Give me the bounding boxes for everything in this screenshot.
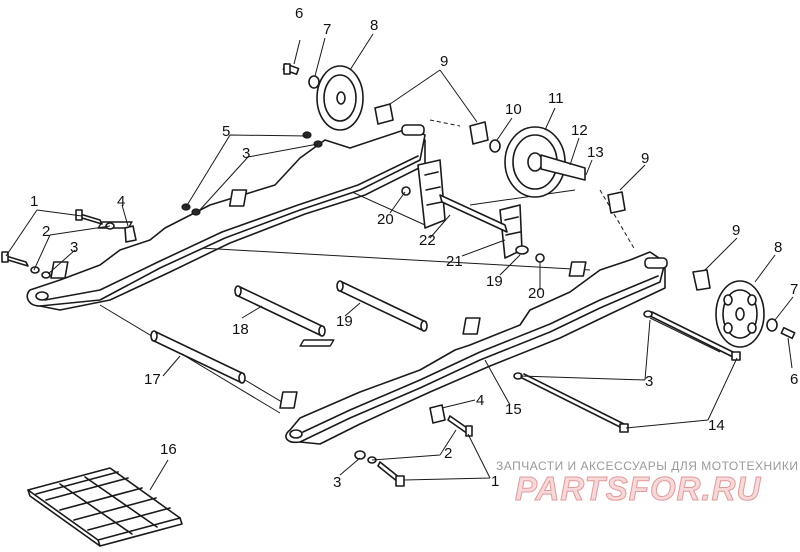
watermark-caption: ЗАПЧАСТИ И АКСЕССУАРЫ ДЛЯ МОТОТЕХНИКИ	[496, 459, 798, 473]
idler-wheel-right	[715, 280, 796, 348]
callout-3-right: 3	[645, 373, 653, 390]
callout-2-left: 2	[42, 223, 50, 240]
callout-13: 13	[587, 144, 604, 161]
bottom-hardware	[354, 404, 473, 487]
callout-22: 22	[419, 232, 436, 249]
callout-1-left: 1	[30, 193, 38, 210]
torque-arm-assembly	[401, 159, 545, 263]
callout-8-right: 8	[774, 239, 782, 256]
callout-20-lower: 20	[528, 285, 545, 302]
callout-4-left: 4	[117, 193, 125, 210]
callout-3-bottom: 3	[333, 474, 341, 491]
callout-9-top: 9	[440, 53, 448, 70]
callout-6-right: 6	[790, 371, 798, 388]
callout-9-right: 9	[732, 222, 740, 239]
callout-labels: 6 7 8 9 10 11 12 13 9 5 3 1 4 2 3 20 22 …	[30, 5, 798, 491]
callout-5: 5	[222, 123, 230, 140]
callout-20-upper: 20	[377, 211, 394, 228]
callout-4-bottom: 4	[476, 392, 484, 409]
leader-lines	[5, 33, 794, 491]
callout-19-small: 19	[486, 273, 503, 290]
callout-12: 12	[571, 122, 588, 139]
watermark: ЗАПЧАСТИ И АКСЕССУАРЫ ДЛЯ МОТОТЕХНИКИ PA…	[496, 459, 798, 508]
axle-blocks	[374, 103, 711, 291]
center-wheel-axle	[489, 126, 586, 198]
callout-7-right: 7	[790, 281, 798, 298]
callout-14: 14	[708, 417, 725, 434]
cross-shafts	[150, 280, 428, 384]
callout-21: 21	[446, 253, 463, 270]
callout-15: 15	[505, 401, 522, 418]
callout-3-left: 3	[70, 239, 78, 256]
callout-7-top: 7	[323, 21, 331, 38]
callout-18: 18	[232, 321, 249, 338]
shaft-19	[336, 280, 428, 332]
callout-16: 16	[160, 441, 177, 458]
shaft-18	[234, 285, 326, 337]
callout-6-top: 6	[295, 5, 303, 22]
callout-11: 11	[548, 90, 564, 107]
callout-8-top: 8	[370, 17, 378, 34]
idler-wheel-top	[282, 62, 364, 131]
slide-plate	[27, 467, 183, 547]
callout-10: 10	[505, 101, 522, 118]
callout-9-mid: 9	[641, 150, 649, 167]
watermark-logo: PARTSFOR.RU	[515, 470, 761, 507]
callout-1-bottom: 1	[491, 473, 499, 490]
callout-2-bottom: 2	[444, 445, 452, 462]
left-slide-rail	[26, 124, 426, 311]
callout-3-top: 3	[242, 145, 250, 162]
callout-19-shaft: 19	[336, 313, 353, 330]
shaft-17	[150, 330, 246, 384]
long-bolts	[513, 310, 741, 433]
callout-17: 17	[144, 371, 161, 388]
right-slide-rail	[279, 251, 668, 445]
